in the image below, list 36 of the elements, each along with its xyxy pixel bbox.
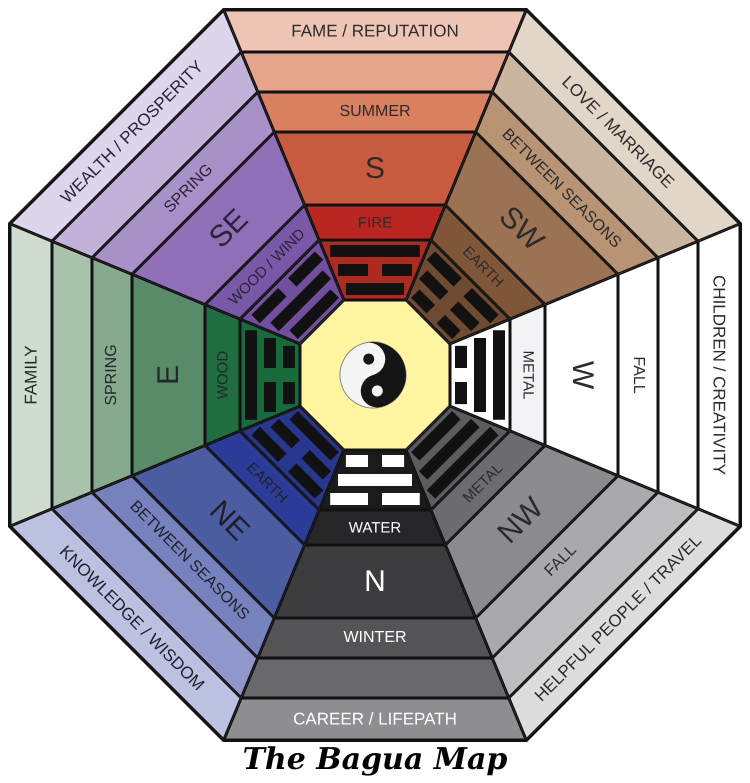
direction-label: S <box>365 154 385 184</box>
band-segment <box>257 91 493 132</box>
element-label: FIRE <box>358 215 392 230</box>
band-segment <box>132 274 205 476</box>
life-area-label: CAREER / LIFEPATH <box>293 710 457 728</box>
band-segment <box>274 545 476 618</box>
element-label: METAL <box>520 350 535 400</box>
element-label: WATER <box>348 520 402 535</box>
band-segment <box>223 9 527 53</box>
caption: The Bagua Map <box>242 743 508 778</box>
band-segment <box>658 241 698 509</box>
band-segment <box>9 223 53 527</box>
band-segment <box>618 257 658 493</box>
direction-label: SW <box>493 201 549 257</box>
band-segment <box>223 698 527 740</box>
band-segment <box>545 274 618 476</box>
life-area-label: FAMILY <box>22 345 40 405</box>
season-label: SPRING <box>104 344 120 406</box>
element-label: WOOD <box>215 350 230 400</box>
band-segment <box>241 658 509 698</box>
life-area-label: CHILDREN / CREATIVITY <box>710 275 728 475</box>
direction-label: N <box>364 566 386 596</box>
band-segment <box>241 51 509 93</box>
direction-label: E <box>154 365 184 385</box>
direction-label: SE <box>204 204 254 254</box>
season-label: FALL <box>630 356 646 394</box>
season-label: WINTER <box>343 630 407 646</box>
band-segment <box>274 132 476 205</box>
band-segment <box>698 223 740 527</box>
band-segment <box>52 51 258 258</box>
band-segment <box>257 618 493 658</box>
season-label: SUMMER <box>339 104 411 120</box>
band-segment <box>51 241 93 509</box>
life-area-label: FAME / REPUTATION <box>291 22 459 40</box>
direction-label: W <box>566 360 596 390</box>
band-segment <box>91 257 132 493</box>
